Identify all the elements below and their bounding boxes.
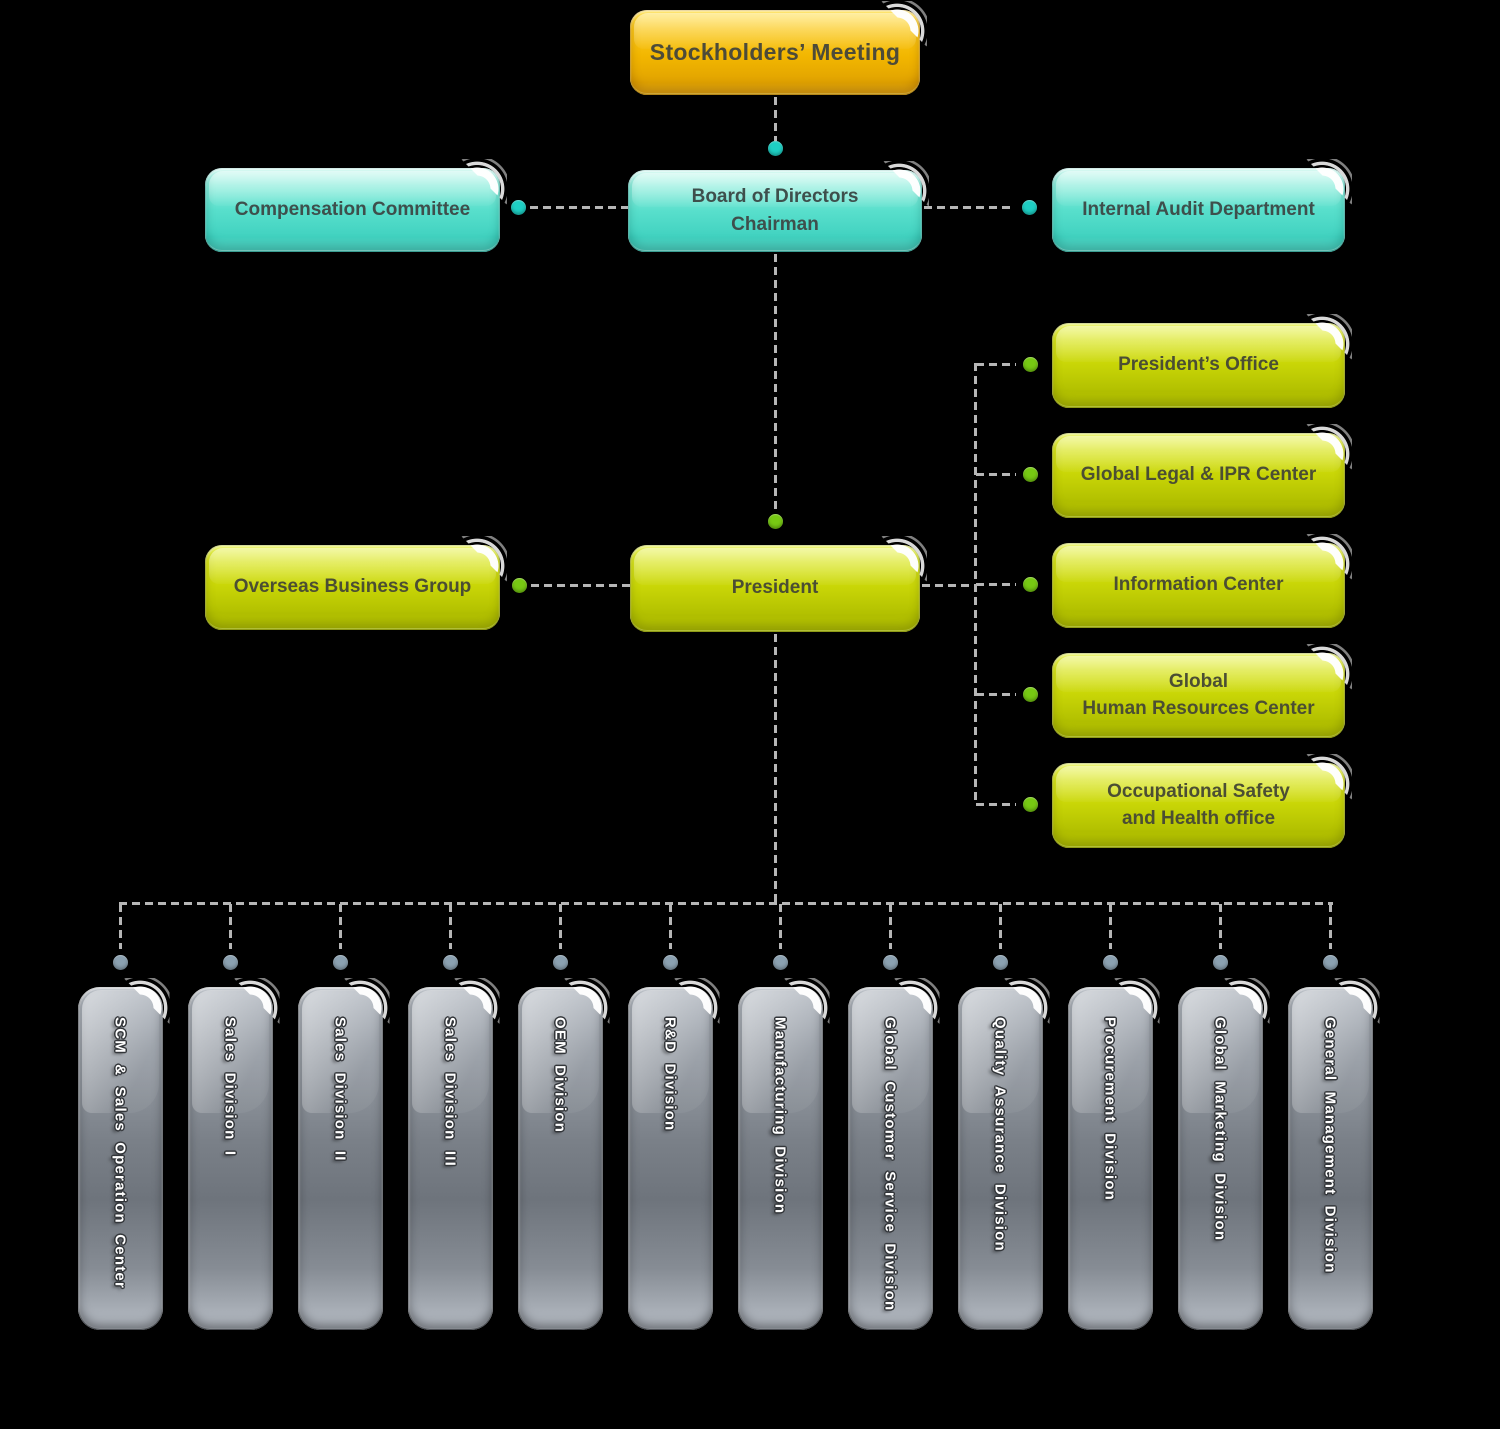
node-label: Global Human Resources Center — [1082, 670, 1315, 719]
connector-line — [778, 904, 782, 949]
node-label: Information Center — [1113, 574, 1284, 596]
connector-line — [976, 802, 1016, 806]
node-division: SCM & Sales Operation Center — [77, 987, 163, 1330]
connector-line — [998, 904, 1002, 949]
connector-line — [1108, 904, 1112, 949]
node-division: Sales Division II — [297, 987, 383, 1330]
connector-dot — [1022, 356, 1038, 372]
connector-dot — [882, 954, 898, 970]
connector-dot — [511, 577, 527, 593]
node-label: Manufacturing Division — [771, 1017, 789, 1215]
node-label: Global Customer Service Division — [881, 1017, 899, 1312]
connector-dot — [1022, 466, 1038, 482]
connector-line — [922, 583, 975, 587]
connector-dot — [442, 954, 458, 970]
node-division: Manufacturing Division — [737, 987, 823, 1330]
connector-dot — [552, 954, 568, 970]
node-label: R&D Division — [661, 1017, 679, 1132]
connector-line — [976, 582, 1016, 586]
node-label: Sales Division III — [441, 1017, 459, 1167]
node-label: Board of Directors Chairman — [691, 186, 859, 235]
connector-line — [1328, 904, 1332, 949]
node-division: Global Marketing Division — [1177, 987, 1263, 1330]
node-division: Quality Assurance Division — [957, 987, 1043, 1330]
connector-line — [773, 254, 777, 512]
connector-line — [976, 472, 1016, 476]
connector-dot — [767, 140, 783, 156]
node-label: SCM & Sales Operation Center — [111, 1017, 129, 1289]
node-label: President — [731, 577, 819, 599]
connector-dot — [1102, 954, 1118, 970]
connector-line — [773, 634, 777, 904]
node-label: Sales Division I — [221, 1017, 239, 1157]
node-label: General Management Division — [1321, 1017, 1339, 1274]
connector-dot — [772, 954, 788, 970]
node-internal-audit-department: Internal Audit Department — [1052, 168, 1345, 252]
node-staff-office: Global Human Resources Center — [1052, 653, 1345, 738]
connector-dot — [510, 199, 526, 215]
connector-line — [976, 362, 1016, 366]
node-label: Procurement Division — [1101, 1017, 1119, 1202]
node-board-of-directors-chairman: Board of Directors Chairman — [628, 170, 922, 252]
connector-dot — [992, 954, 1008, 970]
node-staff-office: President’s Office — [1052, 323, 1345, 408]
connector-line — [976, 692, 1016, 696]
node-label: Internal Audit Department — [1082, 199, 1315, 221]
connector-dot — [1212, 954, 1228, 970]
connector-line — [1218, 904, 1222, 949]
connector-line — [773, 97, 777, 141]
connector-line — [228, 904, 232, 949]
connector-dot — [662, 954, 678, 970]
node-staff-office: Information Center — [1052, 543, 1345, 628]
connector-line — [118, 901, 1333, 905]
connector-dot — [1322, 954, 1338, 970]
node-label: Global Marketing Division — [1211, 1017, 1229, 1242]
connector-line — [338, 904, 342, 949]
node-staff-office: Occupational Safety and Health office — [1052, 763, 1345, 848]
node-label: Global Legal & IPR Center — [1080, 464, 1317, 486]
connector-dot — [767, 513, 783, 529]
connector-line — [558, 904, 562, 949]
connector-dot — [1022, 576, 1038, 592]
node-division: Sales Division I — [187, 987, 273, 1330]
connector-dot — [1021, 199, 1037, 215]
connector-line — [531, 583, 630, 587]
node-label: Quality Assurance Division — [991, 1017, 1009, 1252]
connector-line — [118, 904, 122, 949]
connector-line — [973, 363, 977, 805]
node-label: Overseas Business Group — [233, 576, 472, 598]
node-division: Procurement Division — [1067, 987, 1153, 1330]
node-division: Global Customer Service Division — [847, 987, 933, 1330]
connector-line — [668, 904, 672, 949]
node-label: Stockholders’ Meeting — [649, 39, 901, 65]
connector-line — [448, 904, 452, 949]
connector-dot — [1022, 796, 1038, 812]
connector-line — [924, 205, 1010, 209]
node-staff-office: Global Legal & IPR Center — [1052, 433, 1345, 518]
connector-dot — [222, 954, 238, 970]
node-label: Occupational Safety and Health office — [1107, 780, 1290, 829]
connector-line — [888, 904, 892, 949]
connector-dot — [332, 954, 348, 970]
node-label: Compensation Committee — [234, 199, 471, 221]
node-division: General Management Division — [1287, 987, 1373, 1330]
connector-dot — [1022, 686, 1038, 702]
node-label: Sales Division II — [331, 1017, 349, 1162]
node-division: R&D Division — [627, 987, 713, 1330]
node-president: President — [630, 545, 920, 632]
node-label: OEM Division — [551, 1017, 569, 1134]
connector-line — [530, 205, 628, 209]
node-division: OEM Division — [517, 987, 603, 1330]
node-overseas-business-group: Overseas Business Group — [205, 545, 500, 630]
connector-dot — [112, 954, 128, 970]
node-division: Sales Division III — [407, 987, 493, 1330]
node-stockholders-meeting: Stockholders’ Meeting — [630, 10, 920, 95]
node-compensation-committee: Compensation Committee — [205, 168, 500, 252]
node-label: President’s Office — [1118, 354, 1279, 376]
